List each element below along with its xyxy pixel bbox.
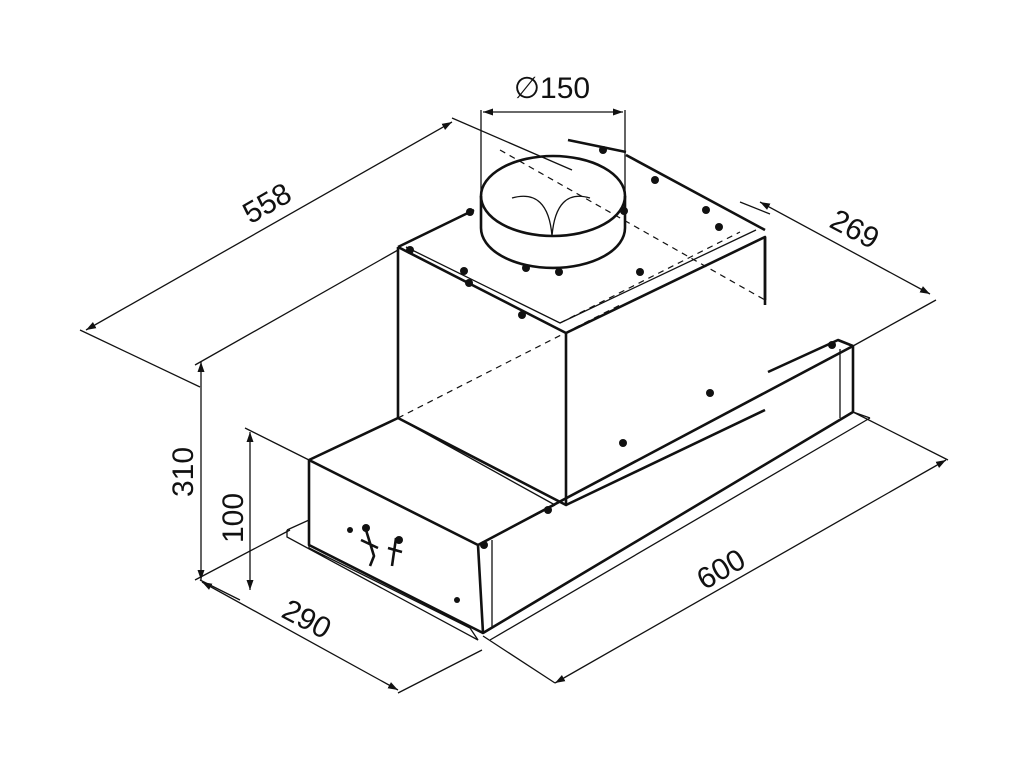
hidden-edge-2 <box>559 231 741 324</box>
screw-holes <box>347 146 836 603</box>
motor-box-left-face <box>396 245 568 507</box>
dim-100-label: 100 <box>217 493 250 543</box>
dim-600-label: 600 <box>691 543 751 597</box>
hidden-edge-1 <box>397 304 621 419</box>
base-tray-top-back-edge <box>767 338 854 374</box>
motor-box-top-back-edge <box>625 153 766 232</box>
motor-box-top-rear-rail <box>567 138 627 154</box>
motor-box-right-face-bottom <box>565 408 766 507</box>
tray-top-mid-edge <box>397 417 556 506</box>
dimension-lines <box>79 108 949 694</box>
tray-top-mid-edge-2 <box>477 504 556 546</box>
hood-body <box>286 138 871 641</box>
dim-558-label: 558 <box>237 177 297 231</box>
dim-269-label: 269 <box>825 203 885 256</box>
dim-diameter-label: ∅150 <box>514 72 590 105</box>
control-switches <box>360 524 403 567</box>
motor-box-right-face <box>565 235 767 335</box>
tray-top-left-edge <box>308 416 399 462</box>
dim-290-label: 290 <box>277 593 337 646</box>
base-tray-front-face <box>307 458 485 635</box>
motor-box-top-left-edge <box>397 208 475 249</box>
motor-box-top-front-plate <box>405 229 757 324</box>
exhaust-collar-body <box>479 196 627 270</box>
hidden-edge-3 <box>499 149 766 301</box>
bottom-flange <box>286 518 479 641</box>
dim-310-label: 310 <box>167 447 200 497</box>
exhaust-flap <box>511 195 591 237</box>
